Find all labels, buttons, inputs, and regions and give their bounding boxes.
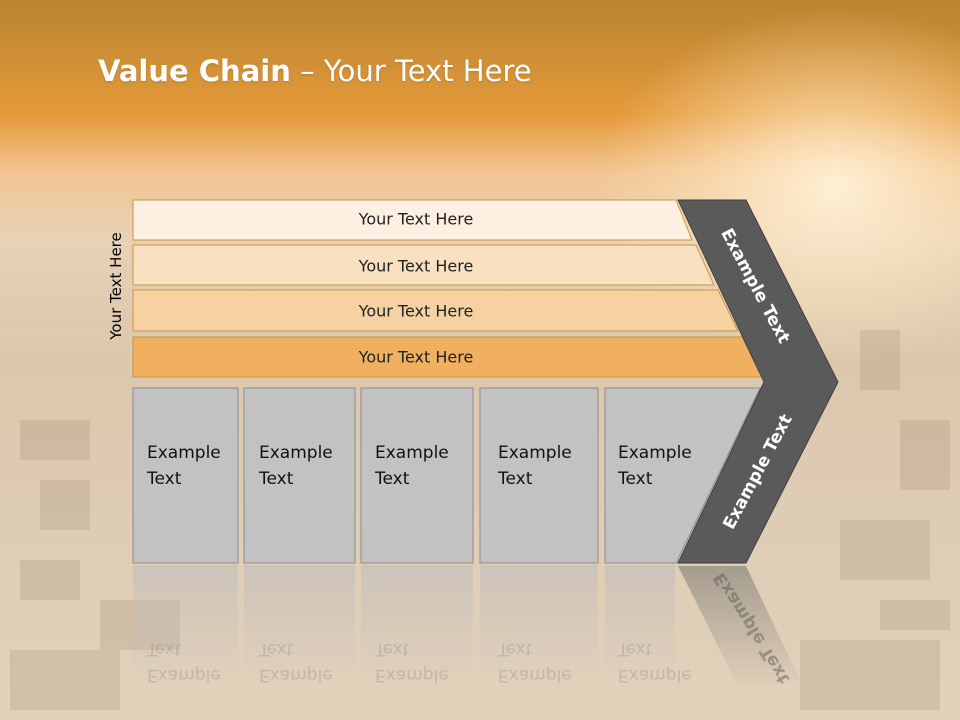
band-1-label: Your Text Here [358, 209, 474, 229]
band-1 [132, 199, 693, 241]
box-1-line2: Text [147, 469, 182, 489]
header-bands [132, 199, 763, 378]
box-3-line1: Example [375, 443, 449, 463]
box-2-line1: Example [259, 443, 333, 463]
box-reflections [133, 565, 675, 685]
box-2 [243, 387, 356, 564]
page-title: Value Chain – Your Text Here [98, 54, 532, 88]
box-4-line1: Example [498, 443, 572, 463]
title-bold: Value Chain [98, 54, 291, 88]
box-5-line1: Example [618, 443, 692, 463]
box-3-line2: Text [375, 469, 410, 489]
box-5 [604, 387, 761, 564]
band-2 [132, 244, 715, 286]
chevron-reflection [678, 566, 800, 690]
band-4-label: Your Text Here [358, 347, 474, 367]
band-2-label: Your Text Here [358, 256, 474, 276]
box-4 [479, 387, 599, 564]
box-1-line1: Example [147, 443, 221, 463]
chevron-arrow [677, 199, 839, 564]
side-label: Your Text Here [107, 232, 125, 340]
box-1 [132, 387, 239, 564]
value-boxes [132, 387, 761, 564]
box-2-line2: Text [259, 469, 294, 489]
band-3 [132, 289, 739, 332]
box-3 [360, 387, 474, 564]
title-rest: – Your Text Here [290, 54, 532, 88]
box-4-line2: Text [498, 469, 533, 489]
box-5-line2: Text [618, 469, 653, 489]
band-3-label: Your Text Here [358, 301, 474, 321]
